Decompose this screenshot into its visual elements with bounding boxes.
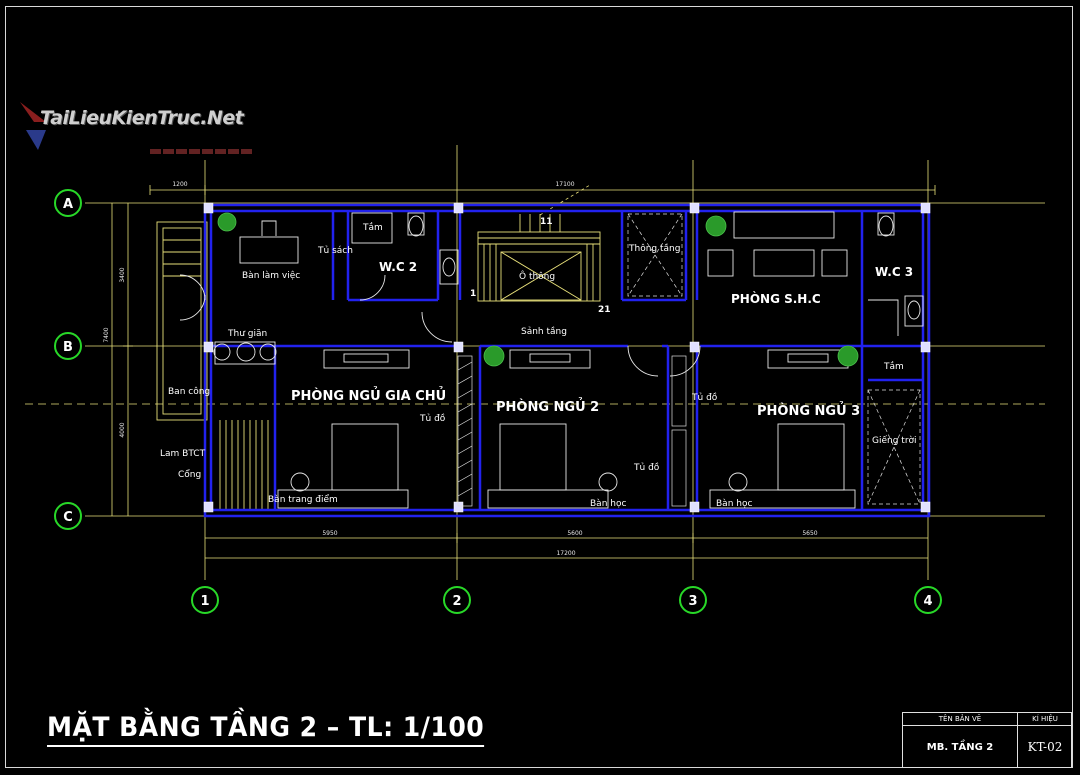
drawing-frame — [5, 6, 1073, 768]
axis-label-b: B — [63, 340, 73, 355]
logo-text: TaiLieuKienTruc.Net — [40, 107, 244, 129]
label-thu-gian: Thư giãn — [227, 329, 267, 339]
room-shc: PHÒNG S.H.C — [731, 291, 821, 306]
dim-bottom-3: 5650 — [802, 530, 817, 537]
axis-label-4: 4 — [923, 594, 932, 609]
axis-label-3: 3 — [688, 594, 697, 609]
wardrobes — [457, 355, 687, 507]
label-tu-do-3: Tủ đồ — [691, 392, 718, 403]
label-thong-tang: Thông tầng — [628, 243, 680, 254]
plants — [217, 212, 859, 367]
stair-number-left: 1 — [470, 289, 476, 299]
room-bed2: PHÒNG NGỦ 2 — [496, 398, 599, 415]
label-ban-hoc-2: Bàn học — [716, 499, 752, 509]
label-ban-hoc-1: Bàn học — [590, 499, 626, 509]
label-ban-lam-viec: Bàn làm việc — [242, 270, 300, 281]
furniture — [179, 211, 924, 509]
dimension-lines — [111, 185, 936, 559]
dim-left-upper: 3400 — [119, 267, 126, 282]
dim-bottom-2: 5600 — [567, 530, 582, 537]
room-wc2: W.C 2 — [379, 260, 417, 274]
label-ban-trang-diem: Bàn trang điểm — [268, 494, 338, 505]
label-gieng-troi: Giếng trời — [872, 435, 917, 446]
dim-left-total: 7400 — [103, 327, 110, 342]
dim-left-lower: 4000 — [119, 422, 126, 437]
title-block-drawing-name: MB. TẦNG 2 — [903, 726, 1018, 768]
label-sanh-tang: Sảnh tầng — [521, 326, 567, 337]
drawing-title: MẶT BẰNG TẦNG 2 – TL: 1/100 — [47, 712, 485, 747]
stair-number-bottom: 21 — [598, 305, 611, 315]
label-tu-do-1: Tủ đồ — [419, 413, 446, 424]
axis-label-a: A — [63, 197, 73, 212]
axis-label-1: 1 — [200, 594, 209, 609]
dim-top-total: 17100 — [555, 181, 574, 188]
label-tam-2: Tắm — [883, 361, 904, 372]
axis-label-c: C — [63, 510, 73, 525]
dim-bottom-total: 17200 — [556, 550, 575, 557]
label-tu-do-2: Tủ đồ — [633, 462, 660, 473]
label-tam-1: Tắm — [362, 222, 383, 233]
title-block-symbol: KT-02 — [1027, 740, 1063, 754]
logo-dots — [150, 139, 254, 158]
room-wc3: W.C 3 — [875, 265, 913, 279]
label-ban-cong: Ban công — [168, 386, 210, 397]
axis-bubbles — [54, 189, 942, 614]
staircase — [477, 214, 601, 302]
columns — [203, 202, 931, 513]
dim-top-left: 1200 — [172, 181, 187, 188]
title-block-symbol-header: KÍ HIỆU — [1018, 713, 1072, 726]
axis-label-2: 2 — [452, 594, 461, 609]
stair-number-top: 11 — [540, 217, 553, 227]
logo-icon — [20, 102, 46, 150]
title-block: TÊN BẢN VẼ KÍ HIỆU MB. TẦNG 2 KT-02 — [902, 712, 1072, 768]
room-master: PHÒNG NGỦ GIA CHỦ — [291, 387, 446, 404]
title-block-name-header: TÊN BẢN VẼ — [903, 713, 1018, 726]
label-o-thong: Ô thông — [519, 270, 555, 282]
void-areas — [627, 213, 921, 505]
dim-bottom-1: 5950 — [322, 530, 337, 537]
label-lam-btct: Lam BTCT — [160, 449, 206, 459]
walls — [203, 203, 931, 518]
room-bed3: PHÒNG NGỦ 3 — [757, 402, 860, 419]
label-tu-sach: Tủ sách — [317, 245, 353, 256]
label-cong: Cổng — [178, 469, 201, 480]
balcony-railing — [156, 221, 269, 510]
